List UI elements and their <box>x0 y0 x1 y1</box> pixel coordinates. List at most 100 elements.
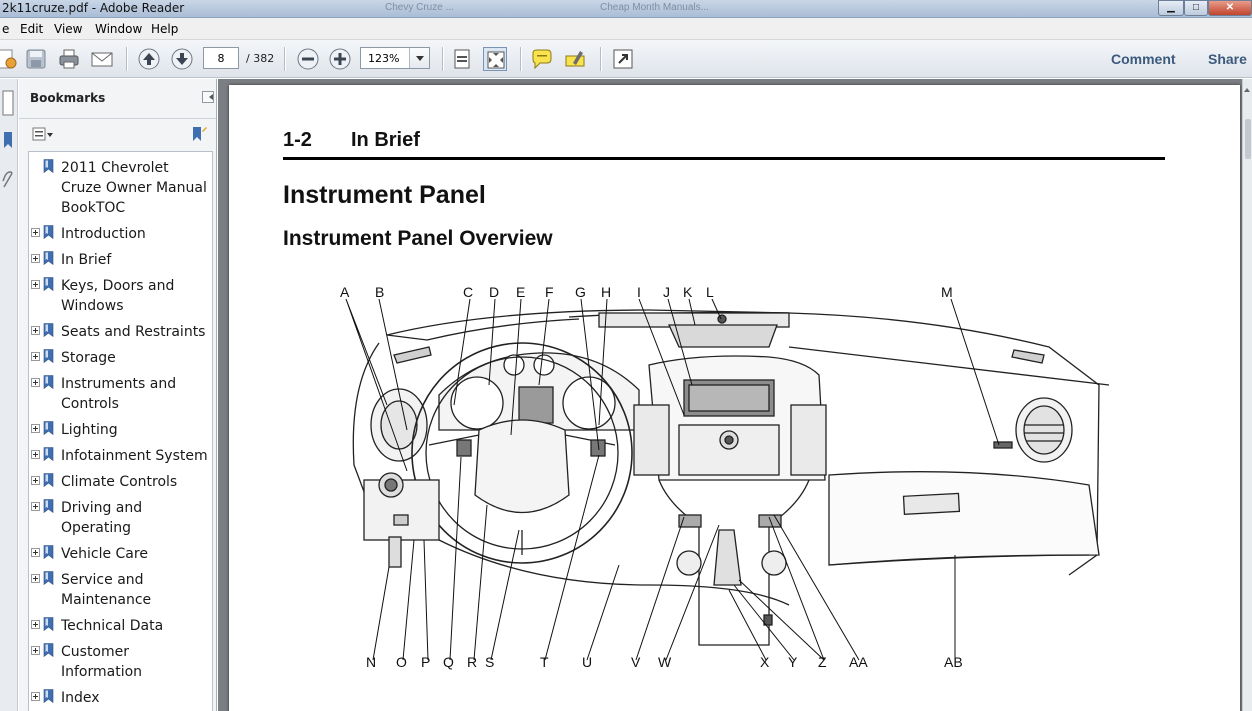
minimize-button[interactable]: ▁ <box>1158 0 1184 16</box>
callout-label: S <box>485 654 494 670</box>
instrument-panel-diagram: A B C D E F G H I J K L M N O <box>340 284 1110 670</box>
share-button[interactable]: Share <box>1208 51 1247 67</box>
zoom-value: 123% <box>368 52 400 65</box>
callout-label: M <box>941 284 953 300</box>
menu-file[interactable]: e <box>2 22 10 36</box>
bookmark-label: Storage <box>61 350 116 366</box>
toolbar-separator <box>284 47 285 71</box>
close-button[interactable]: ✕ <box>1208 0 1252 16</box>
collapse-panel-icon[interactable] <box>202 91 214 103</box>
expand-plus-icon[interactable] <box>31 280 40 289</box>
navigation-rail <box>0 79 18 711</box>
expand-plus-icon[interactable] <box>31 424 40 433</box>
callout-label: X <box>760 654 770 670</box>
expand-plus-icon[interactable] <box>31 574 40 583</box>
bookmark-icon <box>43 473 54 487</box>
callout-label: R <box>467 654 477 670</box>
create-pdf-icon[interactable] <box>0 47 18 71</box>
print-icon[interactable] <box>57 47 81 71</box>
next-page-icon[interactable] <box>170 47 194 71</box>
background-tab[interactable]: Cheap Month Manuals... <box>600 2 709 13</box>
callout-label: G <box>575 284 586 300</box>
callout-label: I <box>637 284 641 300</box>
menu-edit[interactable]: Edit <box>20 22 44 36</box>
callout-label: Y <box>788 654 798 670</box>
callout-label: K <box>683 284 693 300</box>
bookmark-label: Introduction <box>61 226 146 242</box>
zoom-out-icon[interactable] <box>296 47 320 71</box>
toolbar-separator <box>520 47 521 71</box>
callout-label: AA <box>849 654 868 670</box>
callout-label: J <box>663 284 670 300</box>
chevron-down-icon[interactable] <box>409 48 429 68</box>
bookmark-label: Technical Data <box>61 618 164 634</box>
expand-plus-icon[interactable] <box>31 692 40 701</box>
toolbar-separator <box>600 47 601 71</box>
scrollbar-thumb[interactable] <box>1245 119 1251 159</box>
bookmark-label: In Brief <box>61 252 112 268</box>
vertical-scrollbar[interactable] <box>1242 79 1252 711</box>
bookmark-label: Vehicle Care <box>61 546 148 562</box>
dashboard-outline <box>352 309 1110 646</box>
expand-icon[interactable] <box>611 47 635 71</box>
menu-help[interactable]: Help <box>151 22 179 36</box>
expand-plus-icon[interactable] <box>31 476 40 485</box>
bookmark-icon <box>43 159 54 173</box>
menu-window[interactable]: Window <box>95 22 143 36</box>
expand-plus-icon[interactable] <box>31 326 40 335</box>
bookmarks-tree: 2011 Chevrolet Cruze Owner Manual BookTO… <box>28 151 213 711</box>
bookmark-icon <box>43 617 54 631</box>
previous-page-icon[interactable] <box>137 47 161 71</box>
background-tab[interactable]: Chevy Cruze ... <box>385 2 454 13</box>
bookmark-label: Instruments and Controls <box>61 376 177 412</box>
bookmark-icon <box>43 447 54 461</box>
expand-plus-icon[interactable] <box>31 548 40 557</box>
expand-plus-icon[interactable] <box>31 228 40 237</box>
expand-plus-icon[interactable] <box>31 352 40 361</box>
title-bar: 2k11cruze.pdf - Adobe Reader Chevy Cruze… <box>0 0 1252 18</box>
highlight-icon[interactable] <box>563 47 587 71</box>
bookmark-icon <box>43 689 54 703</box>
callout-label: O <box>396 654 407 670</box>
expand-plus-icon[interactable] <box>31 502 40 511</box>
save-icon[interactable] <box>24 47 48 71</box>
bookmark-label: Keys, Doors and Windows <box>61 278 175 314</box>
email-icon[interactable] <box>90 47 114 71</box>
callouts-bottom: N O P Q R S T U V W X Y Z AA AB <box>366 654 963 670</box>
toolbar-separator <box>126 47 127 71</box>
bookmark-icon <box>43 375 54 389</box>
callout-label: L <box>706 284 714 300</box>
page-number-input[interactable] <box>203 47 239 69</box>
page-heading: Instrument Panel <box>283 181 486 209</box>
expand-plus-icon[interactable] <box>31 254 40 263</box>
bookmarks-panel: Bookmarks 2011 Chevrolet Cruze Owner Man… <box>19 79 217 711</box>
fit-page-icon[interactable] <box>450 47 474 71</box>
bookmark-icon[interactable] <box>2 131 14 149</box>
comment-button[interactable]: Comment <box>1111 51 1176 67</box>
options-menu-icon[interactable] <box>32 127 54 141</box>
section-name: In Brief <box>351 129 420 151</box>
pages-icon[interactable] <box>2 89 14 117</box>
callout-leaders <box>345 298 1000 661</box>
zoom-select[interactable]: 123% <box>360 47 430 69</box>
bookmark-icon <box>43 349 54 363</box>
menu-view[interactable]: View <box>54 22 83 36</box>
bookmark-icon <box>43 571 54 585</box>
expand-plus-icon[interactable] <box>31 378 40 387</box>
expand-plus-icon[interactable] <box>31 646 40 655</box>
background-tab[interactable] <box>205 2 355 16</box>
attachment-icon[interactable] <box>1 171 15 191</box>
fit-width-icon[interactable] <box>483 47 507 71</box>
toolbar-separator <box>442 47 443 71</box>
maximize-button[interactable]: □ <box>1184 0 1208 16</box>
expand-plus-icon[interactable] <box>31 620 40 629</box>
bookmark-label: Service and Maintenance <box>61 572 152 608</box>
zoom-in-icon[interactable] <box>328 47 352 71</box>
callout-label: N <box>366 654 376 670</box>
expand-plus-icon[interactable] <box>31 450 40 459</box>
new-bookmark-icon[interactable] <box>190 125 208 143</box>
scroll-up-icon[interactable] <box>1244 85 1250 92</box>
toolbar <box>0 40 1252 78</box>
comment-icon[interactable] <box>530 47 554 71</box>
